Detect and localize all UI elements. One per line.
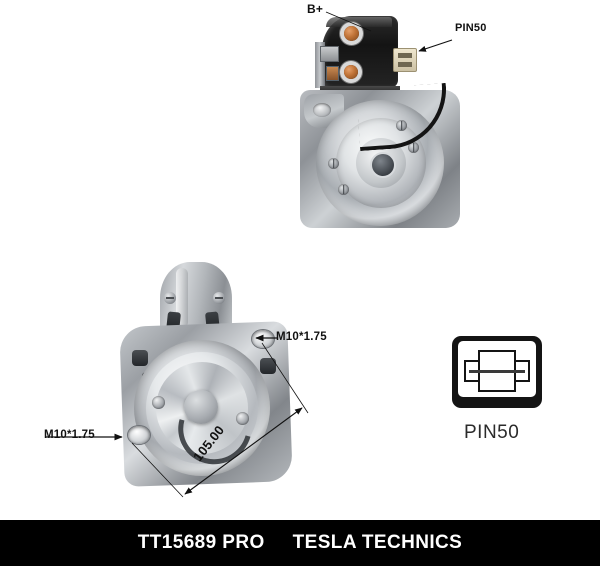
solenoid-bolt — [164, 292, 176, 304]
m10-thread-label-lower-left: M10*1.75 — [44, 429, 95, 441]
flange-notch — [260, 358, 276, 374]
drive-end-hub — [184, 390, 218, 424]
flange-notch — [132, 350, 148, 366]
housing-dimple — [152, 396, 165, 409]
m10-thread-label-upper-right: M10*1.75 — [276, 331, 327, 343]
motor-mounting-hole — [313, 103, 331, 117]
solenoid-side-shaft — [315, 42, 325, 88]
solenoid-cap-highlight — [326, 17, 392, 27]
solenoid-bolt — [213, 292, 225, 304]
mounting-hole-lower-left — [128, 426, 150, 444]
small-terminal — [326, 66, 339, 81]
footer-bar: TT15689 PRO TESLA TECHNICS — [0, 520, 600, 566]
starter-motor-drive-end-photo — [119, 262, 305, 497]
mounting-hole-upper-right — [252, 330, 274, 348]
motor-terminal — [344, 65, 358, 79]
housing-dimple — [236, 412, 249, 425]
connector-divider-line — [469, 370, 525, 373]
solenoid-terminal-block — [320, 46, 339, 62]
brand-name: TESLA TECHNICS — [292, 532, 463, 553]
drive-shaft-hub — [370, 152, 396, 178]
pin50-connector-housing — [393, 48, 417, 72]
housing-screw — [396, 120, 407, 131]
product-sku: TT15689 PRO — [137, 532, 265, 553]
housing-screw — [338, 184, 349, 195]
starter-motor-solenoid-photo — [300, 8, 470, 230]
b-plus-label: B+ — [307, 2, 324, 16]
pin50-connector-diagram — [452, 336, 542, 408]
pin50-diagram-caption: PIN50 — [464, 422, 520, 443]
pin50-callout-label: PIN50 — [455, 22, 487, 34]
housing-screw — [408, 142, 419, 153]
b-plus-terminal — [344, 26, 359, 41]
housing-screw — [328, 158, 339, 169]
